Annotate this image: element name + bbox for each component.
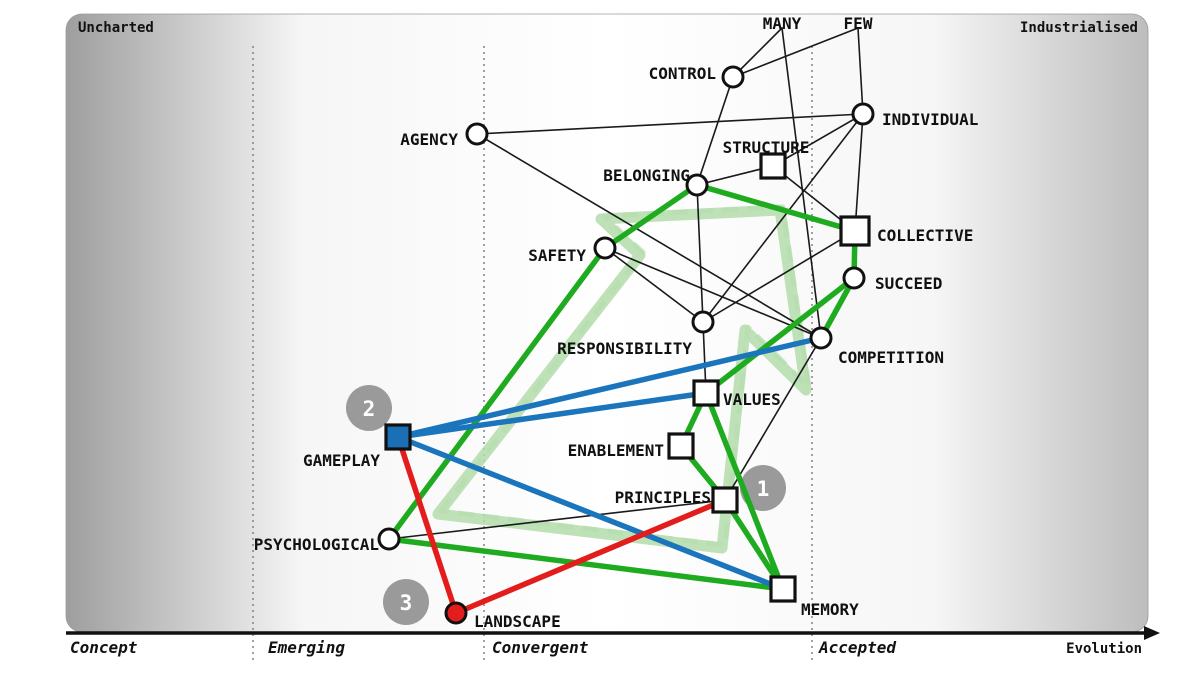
label-enablement: ENABLEMENT: [568, 441, 664, 460]
label-succeed: SUCCEED: [875, 274, 942, 293]
edge-individual-responsibility: [702, 113, 864, 323]
node-landscape[interactable]: [444, 601, 468, 625]
label-memory: MEMORY: [801, 600, 859, 619]
label-belonging: BELONGING: [603, 166, 690, 185]
edge-few-individual: [857, 27, 864, 115]
edge-individual-collective: [854, 113, 864, 232]
edge-agency-individual: [476, 113, 864, 135]
node-values[interactable]: [692, 379, 720, 407]
node-competition[interactable]: [809, 326, 833, 350]
label-responsibility: RESPONSIBILITY: [557, 339, 692, 358]
edge-principles-memory: [722, 497, 786, 592]
badge-circle-1: [740, 465, 786, 511]
node-gameplay[interactable]: [384, 423, 412, 451]
node-individual[interactable]: [851, 102, 875, 126]
edge-many-control: [732, 27, 783, 78]
edge-landscape-principles: [453, 497, 728, 616]
edge-belonging-responsibility: [696, 184, 704, 323]
edge-few-control: [732, 27, 859, 78]
label-many: MANY: [763, 14, 802, 33]
node-memory[interactable]: [769, 575, 797, 603]
edge-safety-competition: [604, 247, 822, 339]
badge-3: 3: [383, 579, 429, 625]
edge-gameplay-landscape: [395, 434, 459, 616]
axis-arrowhead: [1144, 626, 1160, 640]
label-safety: SAFETY: [528, 246, 586, 265]
badge-number-1: 1: [757, 477, 770, 501]
label-psychological: PSYCHOLOGICAL: [254, 535, 379, 554]
node-succeed[interactable]: [842, 266, 866, 290]
badge-number-3: 3: [400, 591, 413, 615]
node-safety[interactable]: [593, 236, 617, 260]
node-principles[interactable]: [711, 486, 739, 514]
edge-succeed-values: [703, 275, 857, 396]
label-competition: COMPETITION: [838, 348, 944, 367]
node-psychological[interactable]: [377, 527, 401, 551]
edge-control-belonging: [696, 76, 734, 186]
edge-structure-individual: [772, 113, 864, 167]
node-collective[interactable]: [839, 215, 871, 247]
label-structure: STRUCTURE: [723, 138, 810, 157]
label-control: CONTROL: [649, 64, 716, 83]
label-principles: PRINCIPLES: [615, 488, 711, 507]
edge-agency-competition: [476, 133, 822, 339]
edge-gameplay-memory: [395, 434, 786, 592]
edge-psychological-memory: [386, 536, 786, 592]
edge-safety-belonging: [602, 182, 700, 251]
node-responsibility[interactable]: [691, 310, 715, 334]
node-structure[interactable]: [759, 152, 787, 180]
edge-gameplay-values: [395, 390, 709, 440]
node-enablement[interactable]: [667, 432, 695, 460]
edge-gameplay-competition: [395, 335, 824, 440]
node-agency[interactable]: [465, 122, 489, 146]
label-values: VALUES: [723, 390, 781, 409]
label-gameplay: GAMEPLAY: [303, 451, 380, 470]
edge-values-memory: [703, 390, 786, 592]
label-landscape: LANDSCAPE: [474, 612, 561, 631]
label-uncharted: Uncharted: [78, 20, 154, 36]
edge-collective-responsibility: [702, 230, 856, 323]
badge-2: 2: [346, 385, 392, 431]
label-agency: AGENCY: [400, 130, 458, 149]
badge-circle-3: [383, 579, 429, 625]
badge-circle-2: [346, 385, 392, 431]
label-industrialised: Industrialised: [1020, 20, 1138, 36]
edge-competition-principles: [724, 337, 822, 501]
edge-psychological-safety: [386, 245, 608, 542]
label-evolution: Evolution: [1066, 641, 1142, 657]
badge-number-2: 2: [363, 397, 376, 421]
edge-belonging-collective: [694, 182, 858, 234]
label-few: FEW: [844, 14, 873, 33]
label-collective: COLLECTIVE: [877, 226, 973, 245]
node-control[interactable]: [721, 65, 745, 89]
edge-psychological-principles: [388, 499, 726, 540]
edge-safety-responsibility: [604, 247, 704, 323]
stage-label-accepted: Accepted: [818, 638, 896, 657]
node-belonging[interactable]: [685, 173, 709, 197]
stage-label-concept: Concept: [70, 638, 138, 657]
edge-many-competition: [781, 27, 822, 339]
stage-label-convergent: Convergent: [492, 638, 589, 657]
badge-1: 1: [740, 465, 786, 511]
label-individual: INDIVIDUAL: [882, 110, 978, 129]
stage-label-emerging: Emerging: [268, 638, 345, 657]
